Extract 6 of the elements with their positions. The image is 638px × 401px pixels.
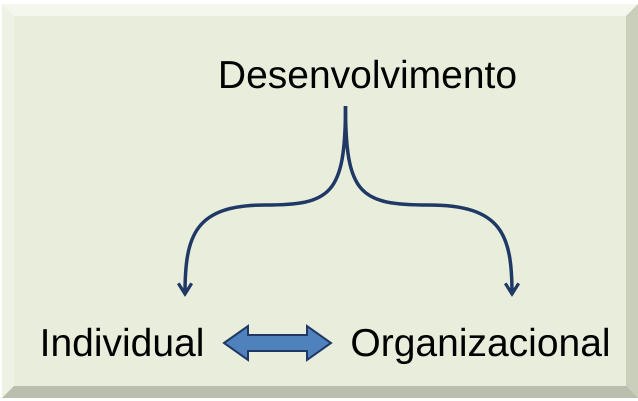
curved-arrow (176, 106, 348, 296)
curved-arrow (344, 106, 520, 296)
node-label: Organizacional (350, 321, 611, 367)
double-arrow (222, 324, 333, 362)
node-label: Individual (40, 321, 204, 367)
node-label: Desenvolvimento (218, 53, 518, 99)
